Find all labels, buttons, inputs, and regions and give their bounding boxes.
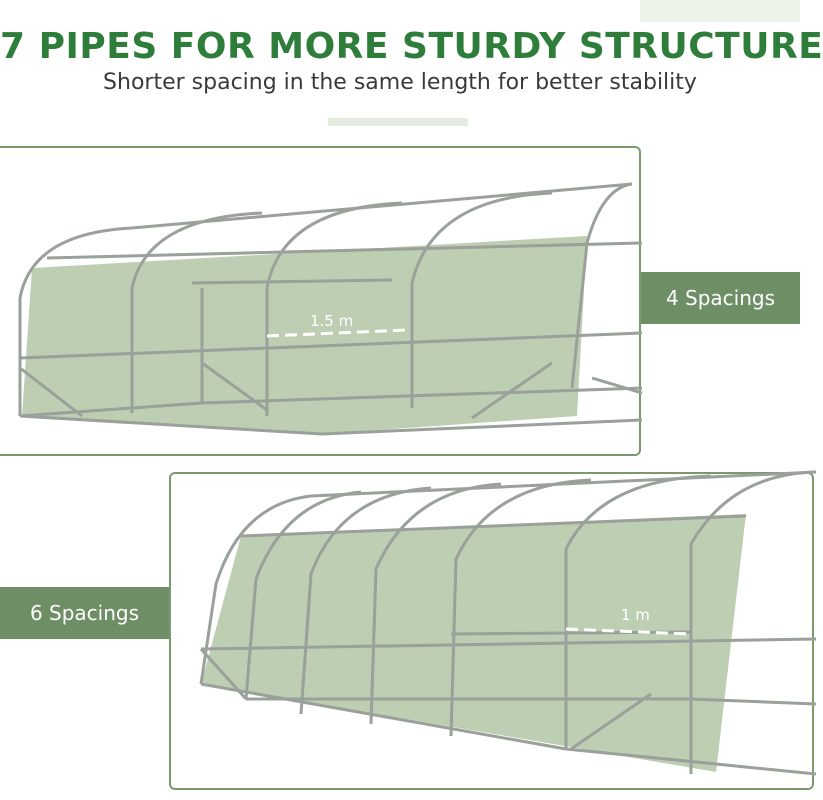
greenhouse-frame-6-spacings-illustration: 1 m [199,470,817,776]
inner-pipe [191,278,393,285]
base-pipe [200,682,817,776]
brace-2 [201,361,268,412]
greenhouse-6-spacings-panel: 1 m [169,470,817,790]
page-subtitle: Shorter spacing in the same length for b… [103,70,697,95]
dimension-line [565,627,692,636]
upper-side-pipe [240,514,747,538]
page-title: 7 PIPES FOR MORE STURDY STRUCTURE [0,26,823,67]
arch-4 [410,191,553,408]
greenhouse-frame-4-spacings-illustration: 1.5 m [18,182,643,436]
spacing-label-6: 6 Spacings [0,587,169,639]
brace-4 [591,376,643,395]
pipe-frame [199,470,817,776]
brace-3 [471,361,553,420]
arch-1 [18,226,133,416]
arch-2 [130,211,263,413]
upper-side-pipe [46,241,643,260]
dimension-label: 1 m [621,606,650,624]
ridge-pipe [310,470,817,498]
greenhouse-4-spacings-panel: 1.5 m [0,146,643,456]
inner-pipe [450,630,692,636]
arch-5 [449,478,592,737]
brace-2 [570,692,652,751]
dimension-label: 1.5 m [310,312,353,330]
title-divider [328,118,468,126]
spacing-label-4: 4 Spacings [641,272,800,324]
brace-1 [19,366,83,418]
corner-decoration [640,0,800,22]
ridge-pipe [131,182,633,230]
base-pipe [19,414,643,436]
dimension-line [266,328,408,338]
brace-1 [199,647,248,701]
mid-side-pipe [19,331,643,360]
mid-side-pipe [200,637,817,651]
cover-sheet [201,514,746,772]
pipe-frame [18,182,643,436]
arch-1 [199,494,312,685]
